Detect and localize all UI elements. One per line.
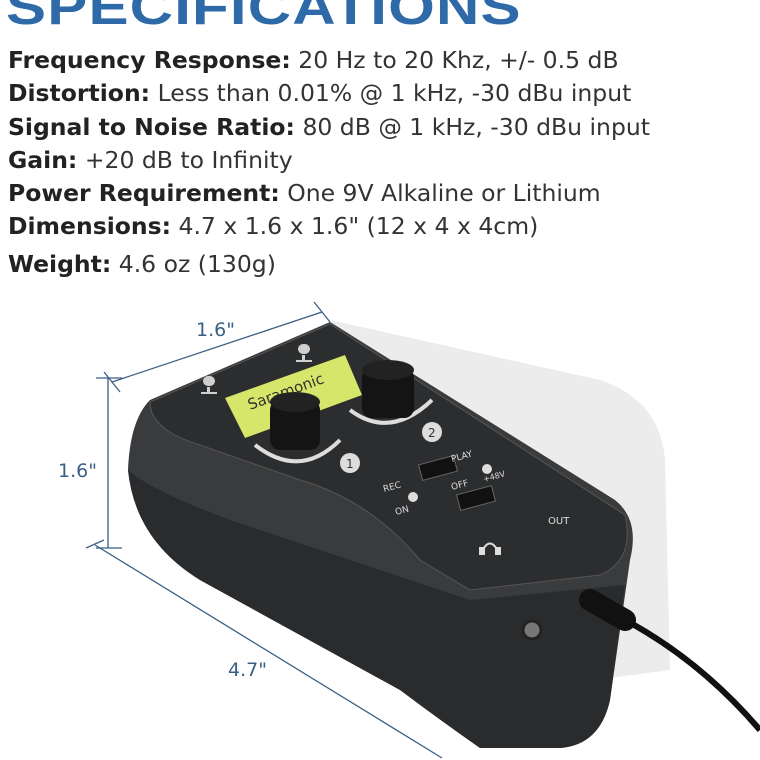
spec-dimensions: Dimensions: 4.7 x 1.6 x 1.6" (12 x 4 x 4… bbox=[8, 210, 650, 243]
on-led bbox=[408, 492, 418, 502]
spec-label: Gain: bbox=[8, 145, 78, 174]
channel-2-label: 2 bbox=[428, 426, 436, 440]
spec-value: Less than 0.01% @ 1 kHz, -30 dBu input bbox=[157, 79, 632, 108]
spec-label: Dimensions: bbox=[8, 212, 172, 241]
gain-knob-2[interactable] bbox=[348, 360, 434, 425]
channel-1-badge bbox=[340, 453, 360, 473]
spec-gain: Gain: +20 dB to Infinity bbox=[8, 144, 650, 177]
out-label: OUT bbox=[548, 516, 570, 527]
rec-play-switch[interactable] bbox=[417, 455, 459, 481]
cable bbox=[623, 617, 760, 732]
phantom-power-switch[interactable] bbox=[455, 485, 497, 511]
page-title: SPECIFICATIONS bbox=[6, 0, 522, 35]
spec-label: Signal to Noise Ratio: bbox=[8, 112, 295, 141]
spec-frequency-response: Frequency Response: 20 Hz to 20 Khz, +/-… bbox=[8, 44, 650, 77]
spec-value: 80 dB @ 1 kHz, -30 dBu input bbox=[302, 112, 650, 141]
spec-label: Power Requirement: bbox=[8, 179, 280, 208]
play-led bbox=[482, 464, 492, 474]
headphone-jack bbox=[521, 619, 543, 641]
spec-value: 4.6 oz (130g) bbox=[118, 249, 276, 278]
channel-2-badge bbox=[422, 422, 442, 442]
spec-snr: Signal to Noise Ratio: 80 dB @ 1 kHz, -3… bbox=[8, 111, 650, 144]
on-label: ON bbox=[394, 505, 410, 518]
spec-power: Power Requirement: One 9V Alkaline or Li… bbox=[8, 177, 650, 210]
device-side bbox=[128, 470, 625, 748]
gain-knob-1[interactable] bbox=[253, 392, 342, 464]
spec-label: Frequency Response: bbox=[8, 46, 291, 74]
off-label: OFF bbox=[450, 479, 469, 493]
spec-value: +20 dB to Infinity bbox=[84, 145, 293, 174]
dimension-length-label: 4.7" bbox=[228, 659, 267, 681]
dimension-height-label: 1.6" bbox=[58, 460, 97, 482]
spec-value: 20 Hz to 20 Khz, +/- 0.5 dB bbox=[298, 46, 619, 74]
spec-weight: Weight: 4.6 oz (130g) bbox=[8, 248, 650, 281]
spec-distortion: Distortion: Less than 0.01% @ 1 kHz, -30… bbox=[8, 77, 650, 110]
spec-value: One 9V Alkaline or Lithium bbox=[287, 179, 601, 208]
spec-list: Frequency Response: 20 Hz to 20 Khz, +/-… bbox=[8, 44, 650, 281]
dimension-width-label: 1.6" bbox=[196, 319, 235, 341]
spec-value: 4.7 x 1.6 x 1.6" (12 x 4 x 4cm) bbox=[178, 212, 539, 241]
headphone-icon bbox=[479, 542, 501, 555]
dimension-lines bbox=[85, 301, 443, 759]
cable-plug bbox=[579, 589, 636, 631]
spec-label: Weight: bbox=[8, 249, 112, 278]
mic-icon bbox=[296, 344, 312, 362]
channel-1-label: 1 bbox=[346, 457, 354, 471]
rec-label: REC bbox=[382, 481, 402, 495]
mic-icon bbox=[201, 376, 217, 394]
spec-label: Distortion: bbox=[8, 79, 151, 108]
